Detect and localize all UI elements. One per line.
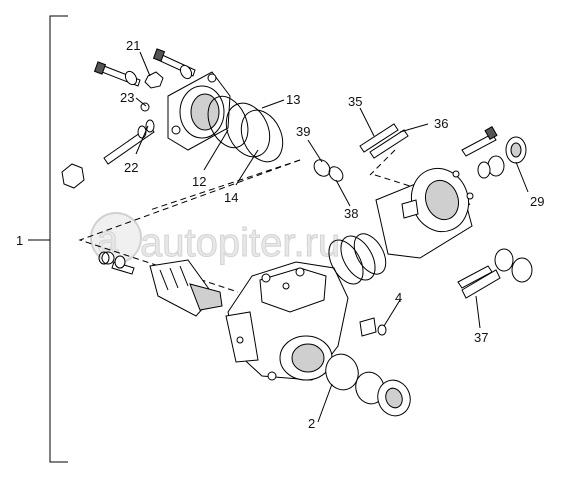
callout-39: 39 [296, 124, 310, 139]
callout-14: 14 [224, 190, 238, 205]
callout-22: 22 [124, 160, 138, 175]
shaft-seal-and-nut [325, 353, 411, 417]
seal-rings-12-13-14 [207, 95, 284, 163]
sector-shaft [101, 251, 223, 317]
callout-21: 21 [126, 38, 140, 53]
plug-4 [359, 317, 387, 337]
callout-36: 36 [434, 116, 448, 131]
callout-35: 35 [348, 94, 362, 109]
callout-38: 38 [344, 206, 358, 221]
ball-guides-35-36 [359, 123, 409, 159]
callout-1: 1 [16, 233, 23, 248]
housing-seal-rings [328, 233, 387, 285]
ball-guide-37 [457, 265, 501, 299]
leader-lines [135, 51, 529, 423]
adjuster-screw [61, 102, 155, 189]
cover-bolts [93, 48, 196, 89]
callout-29: 29 [530, 194, 544, 209]
rings-38-39 [313, 159, 344, 182]
callout-2: 2 [308, 416, 315, 431]
valve-body [375, 167, 474, 259]
assembly-bracket [28, 15, 68, 463]
callout-4: 4 [395, 290, 402, 305]
callout-37: 37 [474, 330, 488, 345]
washer-items [98, 251, 126, 269]
watermark: a autopiter.ru [90, 212, 341, 266]
watermark-text: autopiter.ru [140, 221, 340, 265]
callout-13: 13 [286, 92, 300, 107]
callout-23: 23 [120, 90, 134, 105]
gear-housing [225, 261, 349, 381]
end-plug-parts [461, 125, 527, 179]
side-cover [167, 71, 231, 151]
callout-labels: 1 2 4 12 13 14 21 22 23 29 35 36 37 38 3… [16, 38, 544, 431]
callout-12: 12 [192, 174, 206, 189]
lower-right-rings [494, 248, 533, 283]
svg-text:a: a [97, 219, 119, 261]
